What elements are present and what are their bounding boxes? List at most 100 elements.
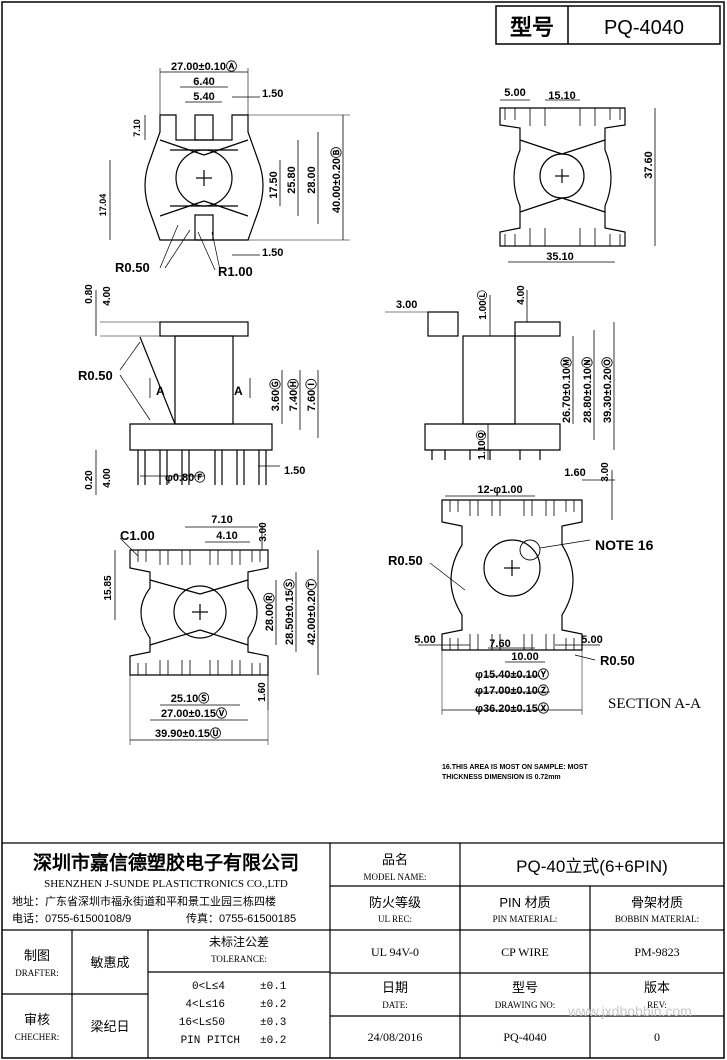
dim-text: 3.00 bbox=[396, 299, 417, 311]
pin-diameter: φ0.80Ⓕ bbox=[165, 470, 205, 484]
pin-material-value: CP WIRE bbox=[501, 945, 549, 959]
dim-text: 5.00 bbox=[504, 87, 525, 99]
dim-text: 42.00±0.20Ⓣ bbox=[304, 579, 318, 645]
tolerance-value: ±0.2 bbox=[260, 999, 286, 1011]
tolerance-label-cn: 未标注公差 bbox=[209, 934, 269, 949]
callout-text: R0.50 bbox=[388, 553, 423, 568]
tolerance-value: ±0.3 bbox=[260, 1017, 286, 1029]
dim-text: φ36.20±0.15Ⓧ bbox=[475, 701, 549, 715]
dim-text: 26.70±0.10Ⓜ bbox=[559, 357, 573, 423]
company-fax: 传真：0755-61500185 bbox=[186, 911, 296, 925]
rev-label-en: REV: bbox=[647, 1000, 667, 1010]
pin-material-label-cn: PIN 材质 bbox=[499, 895, 550, 910]
view-section bbox=[418, 470, 615, 715]
drawing-no-label-en: DRAWING NO: bbox=[495, 1000, 556, 1010]
callout-text: C1.00 bbox=[120, 528, 155, 543]
dim-text: φ15.40±0.10Ⓨ bbox=[475, 667, 549, 681]
company-name-cn: 深圳市嘉信德塑胶电子有限公司 bbox=[33, 851, 299, 874]
callout-text: R1.00 bbox=[218, 264, 253, 279]
dim-text: 7.40Ⓗ bbox=[286, 379, 300, 411]
drafter-label-cn: 制图 bbox=[24, 948, 50, 963]
date-label-en: DATE: bbox=[382, 1000, 408, 1010]
header-model-value: PQ-4040 bbox=[604, 17, 684, 39]
dim-text: 28.00Ⓡ bbox=[262, 593, 276, 632]
section-marker: A bbox=[234, 384, 243, 398]
checker-label-en: CHECHER: bbox=[15, 1032, 60, 1042]
dim-text: 1.60 bbox=[564, 467, 585, 479]
model-name-label-en: MODEL NAME: bbox=[364, 872, 427, 882]
tolerance-range: 16<L≤50 bbox=[179, 1017, 225, 1029]
callout-text: R0.50 bbox=[600, 653, 635, 668]
drawing-no-value: PQ-4040 bbox=[503, 1030, 546, 1044]
dim-text: 39.90±0.15Ⓤ bbox=[155, 726, 221, 740]
dim-text: 27.00±0.10Ⓐ bbox=[171, 59, 237, 73]
dim-text: 4.00 bbox=[102, 286, 113, 306]
dim-text: 7.10 bbox=[211, 514, 232, 526]
header-model-label: 型号 bbox=[510, 15, 554, 40]
dim-text: 40.00±0.20Ⓑ bbox=[329, 147, 343, 213]
dim-text: 25.10Ⓢ bbox=[171, 691, 210, 705]
dim-text: 15.10 bbox=[548, 90, 576, 102]
dim-text: 1.60 bbox=[257, 682, 268, 702]
dim-text: 5.00 bbox=[581, 634, 602, 646]
dim-text: 10.00 bbox=[511, 651, 539, 663]
rev-label-cn: 版本 bbox=[644, 980, 670, 995]
section-note: 16.THIS AREA IS MOST ON SAMPLE: MOST bbox=[442, 764, 588, 771]
view-top-left bbox=[109, 68, 350, 271]
dim-text: 7.60Ⓘ bbox=[304, 379, 318, 411]
section-title: SECTION A-A bbox=[608, 696, 701, 712]
dim-text: 4.10 bbox=[216, 530, 237, 542]
title-block-text: 深圳市嘉信德塑胶电子有限公司 SHENZHEN J-SUNDE PLASTICT… bbox=[12, 851, 699, 1047]
company-tel: 电话：0755-61500108/9 bbox=[12, 912, 131, 925]
dim-text: 0.20 bbox=[84, 470, 95, 490]
view-section-labels: 12-φ1.00 1.60 3.00 5.00 7.60 10.00 5.00 … bbox=[388, 462, 701, 781]
dim-text: 28.50±0.15Ⓢ bbox=[282, 579, 296, 645]
checker-label-cn: 审核 bbox=[24, 1012, 50, 1027]
model-name-value: PQ-40立式(6+6PIN) bbox=[516, 857, 668, 876]
callout-text: R0.50 bbox=[115, 260, 150, 275]
dim-text: 0.80 bbox=[84, 284, 95, 304]
company-address: 地址：广东省深圳市福永街道和平和景工业园三栋四楼 bbox=[12, 894, 276, 908]
dim-text: 3.60Ⓖ bbox=[268, 379, 282, 411]
pin-material-label-en: PIN MATERIAL: bbox=[493, 914, 558, 924]
dim-text: 5.00 bbox=[414, 634, 435, 646]
dim-text: 3.00 bbox=[600, 462, 611, 482]
dim-text: 1.50 bbox=[284, 465, 305, 477]
dim-text: 3.00 bbox=[258, 522, 269, 542]
tolerance-value: ±0.1 bbox=[260, 981, 287, 993]
watermark: www.jxdbobbin.com bbox=[567, 1003, 692, 1019]
tolerance-range: 0<L≤4 bbox=[192, 981, 225, 993]
bobbin-material-label-en: BOBBIN MATERIAL: bbox=[615, 914, 699, 924]
drafter-name: 敏惠成 bbox=[90, 955, 129, 970]
dim-text: 6.40 bbox=[193, 76, 214, 88]
ul-value: UL 94V-0 bbox=[371, 945, 419, 959]
drafter-label-en: DRAFTER: bbox=[15, 968, 59, 978]
dim-text: 27.00±0.15Ⓥ bbox=[161, 706, 227, 720]
dim-text: 35.10 bbox=[546, 251, 574, 263]
dim-text: 7.10 bbox=[132, 119, 142, 137]
dim-text: 4.00 bbox=[516, 285, 527, 305]
date-label-cn: 日期 bbox=[382, 980, 408, 995]
dim-text: 7.60 bbox=[489, 638, 510, 650]
date-value: 24/08/2016 bbox=[368, 1030, 423, 1044]
tolerance-value: ±0.2 bbox=[260, 1035, 286, 1047]
dim-text: 17.04 bbox=[98, 194, 108, 217]
ul-label-en: UL REC: bbox=[378, 914, 412, 924]
dim-text: φ17.00±0.10Ⓩ bbox=[475, 683, 549, 697]
dim-text: 5.40 bbox=[193, 91, 214, 103]
callout-text: R0.50 bbox=[78, 368, 113, 383]
tolerance-range: 4<L≤16 bbox=[185, 999, 225, 1011]
ul-label-cn: 防火等级 bbox=[369, 895, 421, 910]
view-top-left-labels: 27.00±0.10Ⓐ 6.40 5.40 1.50 7.10 17.04 17… bbox=[98, 59, 343, 279]
tolerance-label-en: TOLERANCE: bbox=[211, 954, 267, 964]
view-side-left-labels: 0.80 4.00 3.60Ⓖ 7.40Ⓗ 7.60Ⓘ 0.20 4.00 1.… bbox=[78, 284, 318, 490]
view-side-left bbox=[95, 290, 319, 495]
view-top-right bbox=[499, 99, 656, 263]
model-name-label-cn: 品名 bbox=[382, 852, 408, 867]
view-side-right-labels: 3.00 1.00Ⓛ 4.00 26.70±0.10Ⓜ 28.80±0.10Ⓝ … bbox=[396, 285, 614, 460]
dim-text: 37.60 bbox=[643, 151, 655, 179]
rev-value: 0 bbox=[654, 1030, 660, 1044]
drawing-no-label-cn: 型号 bbox=[512, 980, 538, 995]
title-block bbox=[2, 842, 724, 1058]
